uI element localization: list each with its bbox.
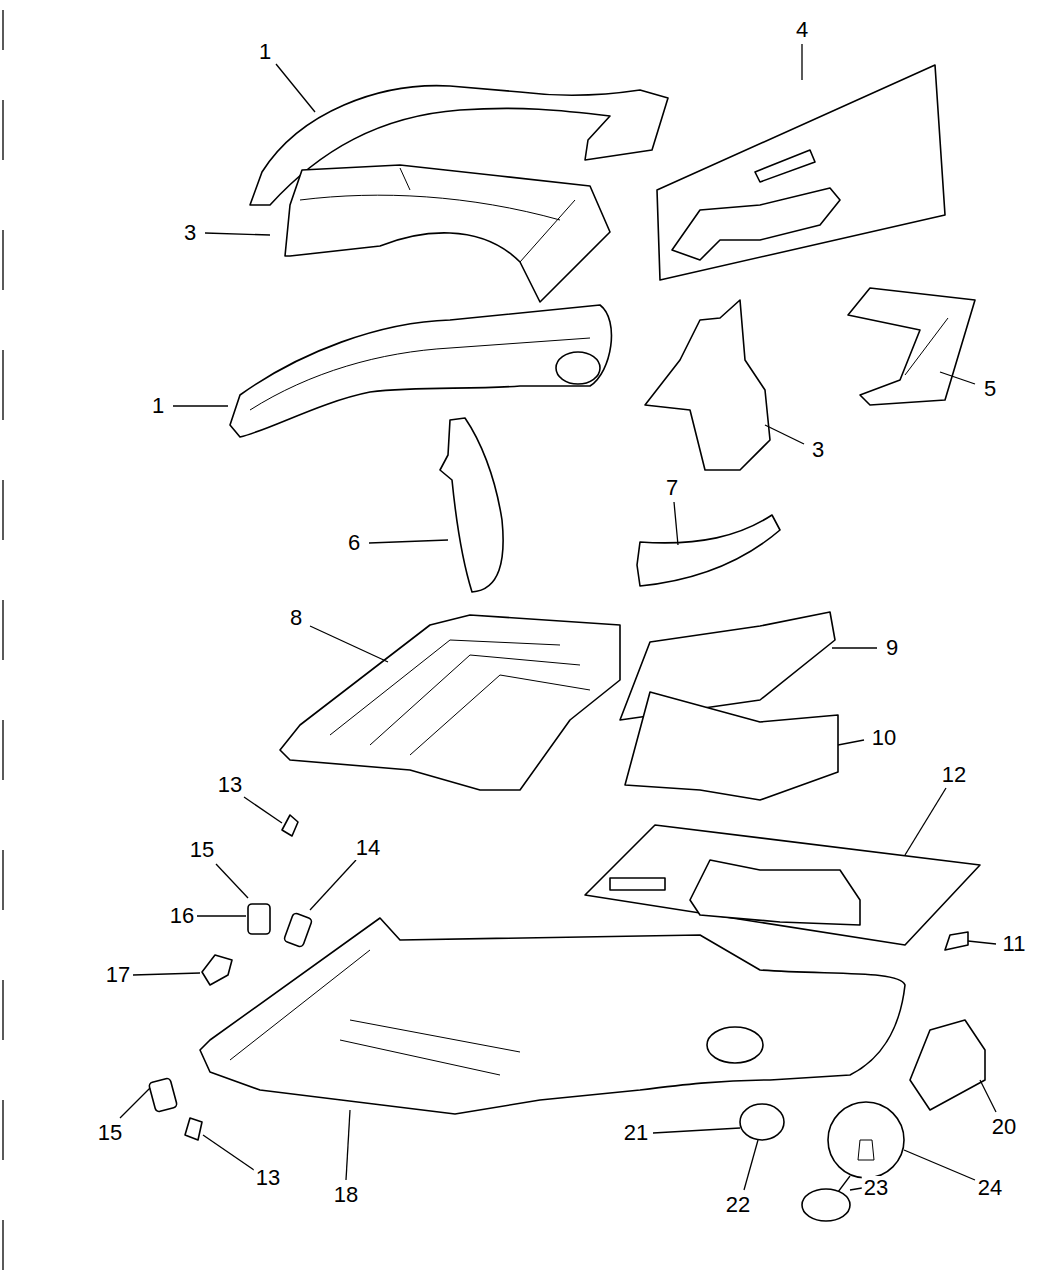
plug — [283, 912, 312, 947]
callout-number: 17 — [104, 963, 132, 987]
leader-lines — [120, 44, 996, 1190]
callout-number: 6 — [346, 531, 362, 555]
callout-number: 11 — [1001, 932, 1028, 956]
callout-number: 13 — [254, 1166, 282, 1190]
callout-number: 15 — [96, 1121, 124, 1145]
callout-number: 4 — [794, 18, 810, 42]
kit-reinforcement — [672, 188, 840, 260]
kit-bracket — [755, 150, 815, 182]
wheelhouse-extension — [645, 300, 770, 470]
callout-number: 12 — [940, 763, 968, 787]
kit-plate — [610, 878, 665, 890]
bumper — [202, 955, 232, 985]
callout-number: 5 — [982, 377, 998, 401]
repair-kit-sheet — [585, 825, 980, 945]
plug — [248, 904, 270, 934]
filler-plate — [848, 288, 975, 405]
bracket — [945, 932, 968, 950]
plug — [148, 1078, 177, 1113]
margin-ticks — [3, 10, 4, 1270]
rear-floor-pan — [280, 615, 620, 790]
lamp-housing — [910, 1020, 985, 1110]
callout-number: 3 — [182, 221, 198, 245]
panel-kit-sheet — [657, 65, 945, 280]
fuel-housing — [740, 1104, 784, 1140]
callout-number: 23 — [862, 1176, 890, 1200]
callout-number: 18 — [332, 1183, 360, 1207]
callout-number: 3 — [810, 438, 826, 462]
wheelhouse-hole — [556, 352, 600, 384]
callout-number: 1 — [150, 394, 166, 418]
rail-inner — [625, 692, 838, 800]
quarter-panel — [200, 918, 905, 1114]
callout-number: 22 — [724, 1193, 752, 1217]
callout-number: 21 — [622, 1121, 650, 1145]
callout-number: 16 — [168, 904, 196, 928]
callout-number: 24 — [976, 1176, 1004, 1200]
clip — [282, 815, 298, 836]
pillar-extension — [440, 418, 503, 592]
callout-number: 7 — [664, 476, 680, 500]
callout-number: 14 — [354, 836, 382, 860]
callout-number: 20 — [990, 1115, 1018, 1139]
callout-number: 8 — [288, 606, 304, 630]
callout-number: 9 — [884, 636, 900, 660]
fuel-door-detail — [828, 1102, 904, 1178]
rail-reinforcement — [637, 515, 780, 586]
callout-number: 15 — [188, 838, 216, 862]
callout-number: 13 — [216, 773, 244, 797]
fuel-door — [802, 1189, 850, 1221]
callout-number: 1 — [257, 40, 273, 64]
fuel-door-opening — [707, 1027, 763, 1063]
clip — [185, 1118, 202, 1140]
kit-rail — [690, 860, 860, 925]
wheelhouse-outer — [230, 305, 611, 437]
callout-number: 10 — [870, 726, 898, 750]
wheelhouse-inner — [285, 165, 610, 302]
